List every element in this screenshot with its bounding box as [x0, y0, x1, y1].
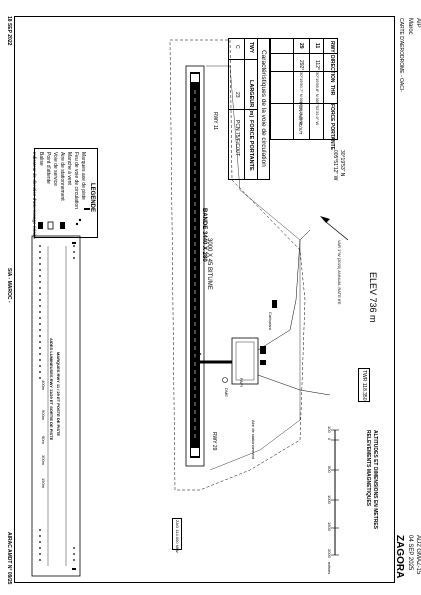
footer-amdt: AIRAC AMDT N° 09/25 [6, 532, 12, 585]
twr-frequency: TWR 118.350 [361, 370, 367, 401]
service-road [257, 229, 311, 351]
dme-label: DME [224, 388, 229, 397]
scale-tick-label: 0 [327, 438, 332, 441]
twy-table [228, 38, 270, 180]
page-frame [14, 16, 395, 583]
runway-surface-label: 3000 X 45 BITUME [206, 238, 212, 290]
lighting-dimension: 150m [41, 478, 46, 489]
rwy-table [270, 38, 338, 140]
approach-lights [39, 245, 75, 561]
lighting-dimension: 300m [41, 455, 46, 466]
footer-date: 18 SEP 2022 [6, 16, 12, 46]
service-road [257, 374, 331, 396]
lighting-dimension: 900m [41, 410, 46, 421]
landing-direction-indicator [190, 349, 202, 359]
runway [190, 72, 200, 458]
footer-sia: SIA - MAROC - [6, 268, 12, 303]
atis-label: ZAG 114.000 MHz [175, 520, 180, 553]
perimeter-road [206, 65, 301, 471]
papi-label: PAPI [239, 378, 244, 387]
building [260, 346, 266, 354]
legend-box [34, 148, 98, 238]
rwy29-label: RWY 29 [211, 432, 217, 451]
scale-tick-label: 100 [327, 426, 332, 433]
legend-symbols [38, 208, 90, 230]
north-arrow-head [320, 216, 330, 223]
elevation: ELEV 736 m [368, 272, 378, 323]
lighting-title: MARQUES RWY 11 / 29 ET POSTE DE PISTE [56, 352, 61, 437]
apron-label: Aire de stationnement [251, 420, 256, 459]
runway-strip [185, 65, 205, 467]
scale-tick-label: 2000 [327, 549, 332, 558]
building [272, 300, 277, 308]
beacon [222, 377, 228, 383]
bearings-note: RELEVEMENTS MAGNETIQUES [365, 430, 371, 507]
scale-unit: mètres [327, 562, 332, 575]
apron [231, 337, 259, 385]
north-arrow [325, 221, 349, 241]
scale-tick-label: 500 [327, 466, 332, 473]
scale-tick-label: 1000 [327, 495, 332, 504]
rwy11-label: RWY 11 [212, 112, 218, 131]
scale-tick-label: 1500 [327, 522, 332, 531]
twr-box [358, 368, 370, 402]
atis-box [172, 518, 182, 550]
altitudes-note: ALTITUDES ET DIMENSIONS EN METRES [372, 430, 378, 530]
lighting-subtitle: AIDES LUMINEUSES RWY 11/29 ET SORTIE DE … [49, 338, 54, 441]
fuel-label: Carburant [268, 312, 273, 330]
aerodrome-boundary [169, 39, 306, 491]
building [260, 360, 266, 365]
lighting-diagram [31, 235, 81, 577]
magvar-label: VAR 1°W (2020) ANNUAL RATE 8'E [337, 240, 342, 305]
lighting-dimension: 60m [41, 436, 46, 444]
lighting-dimension: 400m [41, 380, 46, 391]
